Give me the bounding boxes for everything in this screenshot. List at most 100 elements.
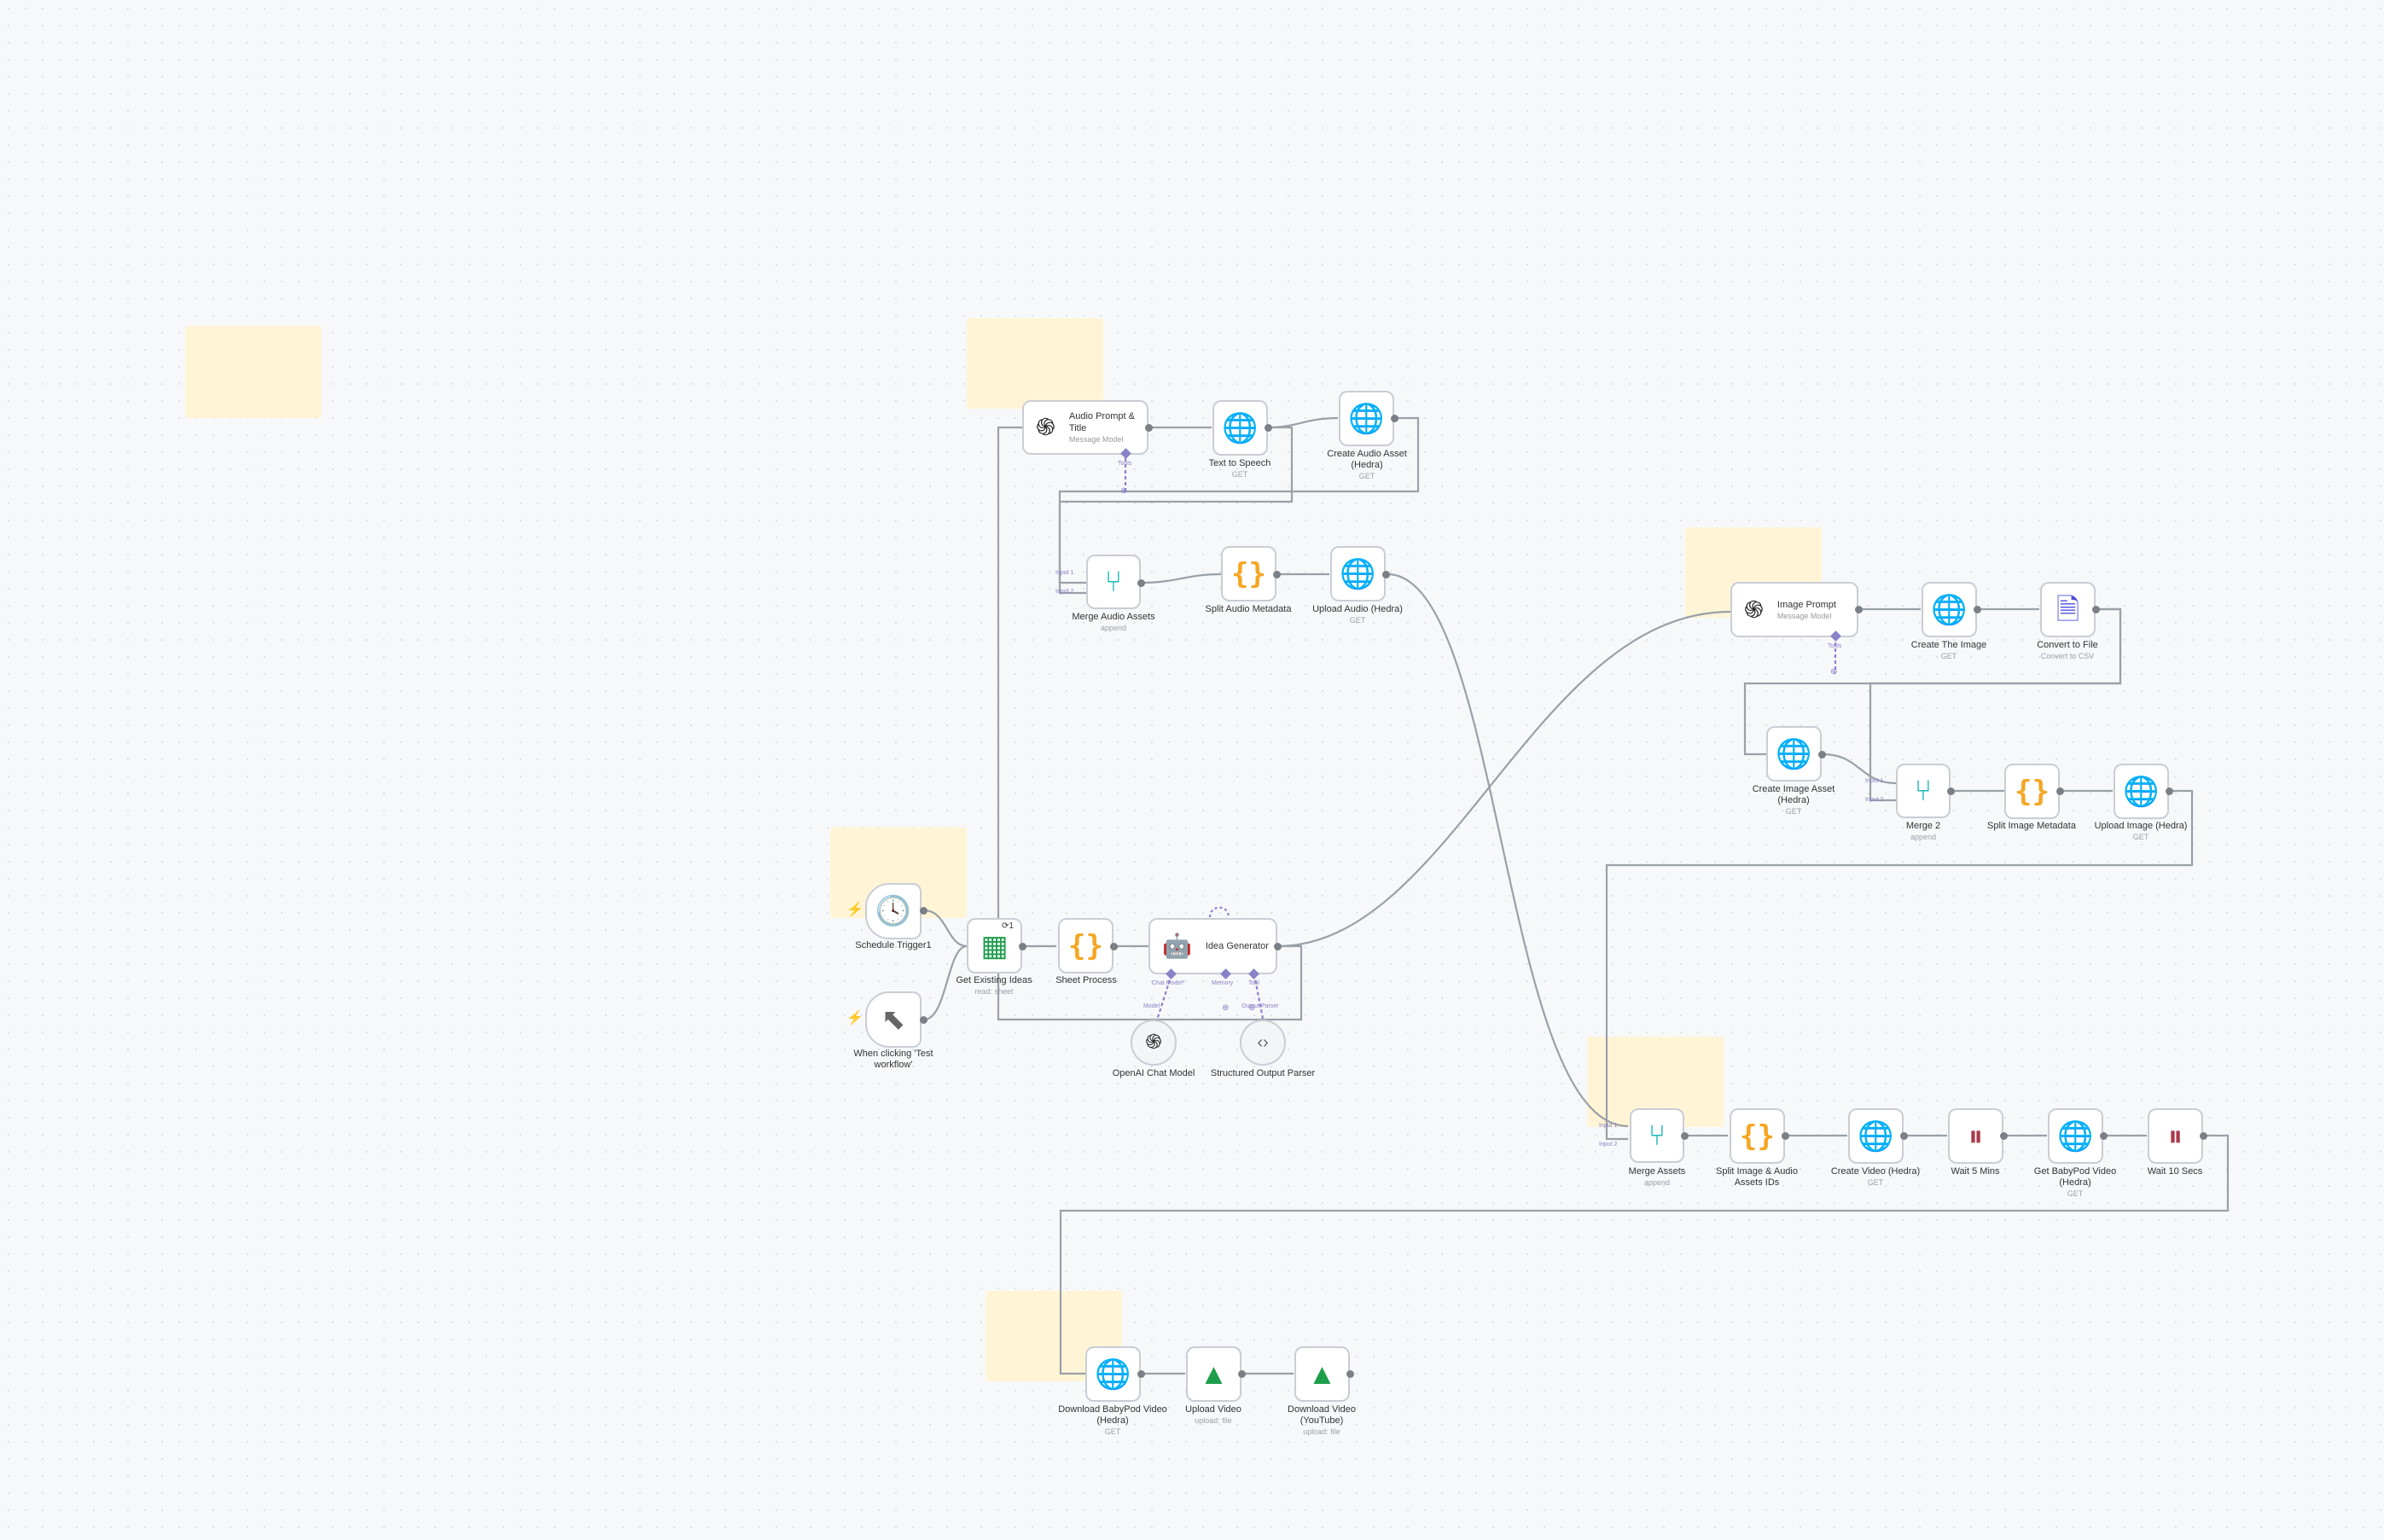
create-video-node[interactable]: 🌐 — [1848, 1108, 1904, 1164]
manual-trigger-label: When clicking 'Test workflow' — [853, 1049, 933, 1070]
convert-to-file-node[interactable]: 🗎 — [2040, 582, 2096, 637]
wait-10-secs-label: Wait 10 Secs — [2147, 1166, 2203, 1177]
merge-2-node[interactable]: ⑂ — [1896, 764, 1951, 818]
create-image-asset-node[interactable]: 🌐 — [1766, 726, 1822, 782]
output-port[interactable] — [1019, 943, 1026, 950]
add-sub-node-icon[interactable]: ⊕ — [1222, 1003, 1230, 1013]
output-port[interactable] — [1238, 1370, 1246, 1378]
chat-model-port-label: Chat Model* — [1152, 980, 1185, 986]
google-drive-icon: ▲ — [1199, 1357, 1229, 1391]
merge-audio-assets-node[interactable]: ⑂ — [1086, 555, 1141, 609]
openai-icon: ֍ — [1036, 414, 1055, 440]
output-port[interactable] — [1391, 415, 1398, 422]
run-count-badge: ⟳1 — [1002, 921, 1014, 931]
output-port[interactable] — [2056, 787, 2064, 795]
output-port[interactable] — [1947, 787, 1955, 795]
curly-braces-icon: {} — [1740, 1119, 1775, 1154]
audio-prompt-title: Audio Prompt & Title — [1068, 411, 1135, 433]
tools-port-label: Tools — [1118, 461, 1132, 467]
add-tool-icon[interactable]: ⊕ — [1830, 667, 1838, 677]
get-babypod-video-node[interactable]: 🌐 — [2048, 1108, 2103, 1164]
merge-assets-node[interactable]: ⑂ — [1630, 1108, 1684, 1163]
wait-5-mins-label: Wait 5 Mins — [1951, 1166, 2000, 1177]
wait-5-mins-node[interactable]: ⏸ — [1948, 1108, 2003, 1164]
model-port-label: Model — [1143, 1003, 1160, 1009]
memory-port-label: Memory — [1212, 980, 1234, 986]
globe-icon: 🌐 — [1095, 1357, 1131, 1391]
output-port[interactable] — [1681, 1132, 1689, 1140]
sticky-note[interactable] — [185, 326, 322, 418]
text-to-speech-node[interactable]: 🌐 — [1212, 400, 1268, 456]
image-prompt-node[interactable]: ֍ Image Prompt Message Model — [1730, 582, 1858, 637]
input-1-port-label: Input 1 — [1599, 1123, 1618, 1129]
output-port[interactable] — [1273, 571, 1281, 578]
download-youtube-video-node[interactable]: ▲ — [1294, 1346, 1350, 1402]
upload-audio-node[interactable]: 🌐 — [1330, 546, 1386, 601]
trigger-bolt-icon: ⚡ — [846, 1011, 863, 1026]
input-1-port-label: Input 1 — [1055, 570, 1074, 576]
globe-icon: 🌐 — [1858, 1119, 1894, 1153]
output-port[interactable] — [1265, 424, 1272, 432]
output-port[interactable] — [2000, 1132, 2008, 1140]
audio-prompt-node[interactable]: ֍ Audio Prompt & Title Message Model — [1022, 400, 1148, 455]
output-port[interactable] — [1855, 606, 1863, 613]
globe-icon: 🌐 — [1222, 411, 1259, 445]
split-image-metadata-node[interactable]: {} — [2004, 764, 2060, 819]
output-port[interactable] — [920, 1016, 927, 1024]
output-port[interactable] — [1382, 571, 1390, 578]
idea-generator-title: Idea Generator — [1205, 941, 1269, 951]
output-port[interactable] — [2100, 1132, 2108, 1140]
create-audio-asset-node[interactable]: 🌐 — [1339, 391, 1394, 446]
output-port[interactable] — [2166, 787, 2173, 795]
idea-generator-node[interactable]: 🤖 Idea Generator — [1148, 918, 1277, 974]
output-port[interactable] — [920, 907, 927, 915]
output-port[interactable] — [1818, 751, 1826, 758]
upload-video-node[interactable]: ▲ — [1186, 1346, 1241, 1402]
get-existing-ideas-node[interactable]: ▦ — [967, 918, 1022, 973]
split-assets-ids-node[interactable]: {} — [1730, 1108, 1785, 1164]
upload-image-node[interactable]: 🌐 — [2114, 764, 2169, 819]
output-port[interactable] — [2092, 606, 2100, 613]
openai-icon: ֍ — [1145, 1031, 1162, 1054]
globe-icon: 🌐 — [1931, 593, 1968, 626]
structured-output-parser-node[interactable]: ‹› — [1240, 1020, 1286, 1066]
split-audio-metadata-node[interactable]: {} — [1221, 546, 1276, 601]
output-port[interactable] — [2200, 1132, 2207, 1140]
output-port[interactable] — [1137, 1370, 1145, 1378]
sheets-icon: ▦ — [980, 929, 1009, 962]
output-parser-port-label: Output Parser — [1241, 1003, 1279, 1009]
add-sub-node-icon[interactable]: ⊕ — [1248, 1003, 1256, 1013]
get-babypod-video-label: Get BabyPod Video (Hedra)GET — [2033, 1166, 2117, 1198]
openai-chat-model-node[interactable]: ֍ — [1131, 1020, 1177, 1066]
manual-trigger-node[interactable]: ⬉ — [865, 991, 922, 1048]
output-port[interactable] — [1137, 579, 1145, 587]
globe-icon: 🌐 — [1776, 737, 1812, 770]
schedule-trigger-node[interactable]: 🕓 — [865, 883, 922, 939]
sticky-note[interactable] — [967, 318, 1103, 409]
pause-icon: ⏸ — [1968, 1119, 1983, 1153]
output-port[interactable] — [1110, 943, 1118, 950]
add-tool-icon[interactable]: ⊕ — [1120, 486, 1128, 496]
image-prompt-subtitle: Message Model — [1776, 611, 1832, 620]
upload-image-label: Upload Image (Hedra)GET — [2094, 821, 2188, 841]
create-audio-asset-label: Create Audio Asset (Hedra)GET — [1327, 449, 1407, 480]
merge-icon: ⑂ — [1914, 775, 1933, 807]
output-port[interactable] — [1900, 1132, 1908, 1140]
globe-icon: 🌐 — [1348, 402, 1385, 435]
output-port[interactable] — [1274, 943, 1282, 950]
sheet-process-label: Sheet Process — [1055, 975, 1117, 985]
input-2-port-label: Input 2 — [1599, 1142, 1618, 1148]
curly-braces-icon: {} — [1231, 556, 1266, 591]
sheet-process-node[interactable]: {} — [1058, 918, 1114, 973]
output-port[interactable] — [1145, 424, 1153, 432]
wait-10-secs-node[interactable]: ⏸ — [2148, 1108, 2203, 1164]
output-port[interactable] — [1782, 1132, 1789, 1140]
create-the-image-node[interactable]: 🌐 — [1922, 582, 1977, 637]
output-port[interactable] — [1346, 1370, 1354, 1378]
download-babypod-video-node[interactable]: 🌐 — [1085, 1346, 1141, 1402]
output-port[interactable] — [1974, 606, 1981, 613]
